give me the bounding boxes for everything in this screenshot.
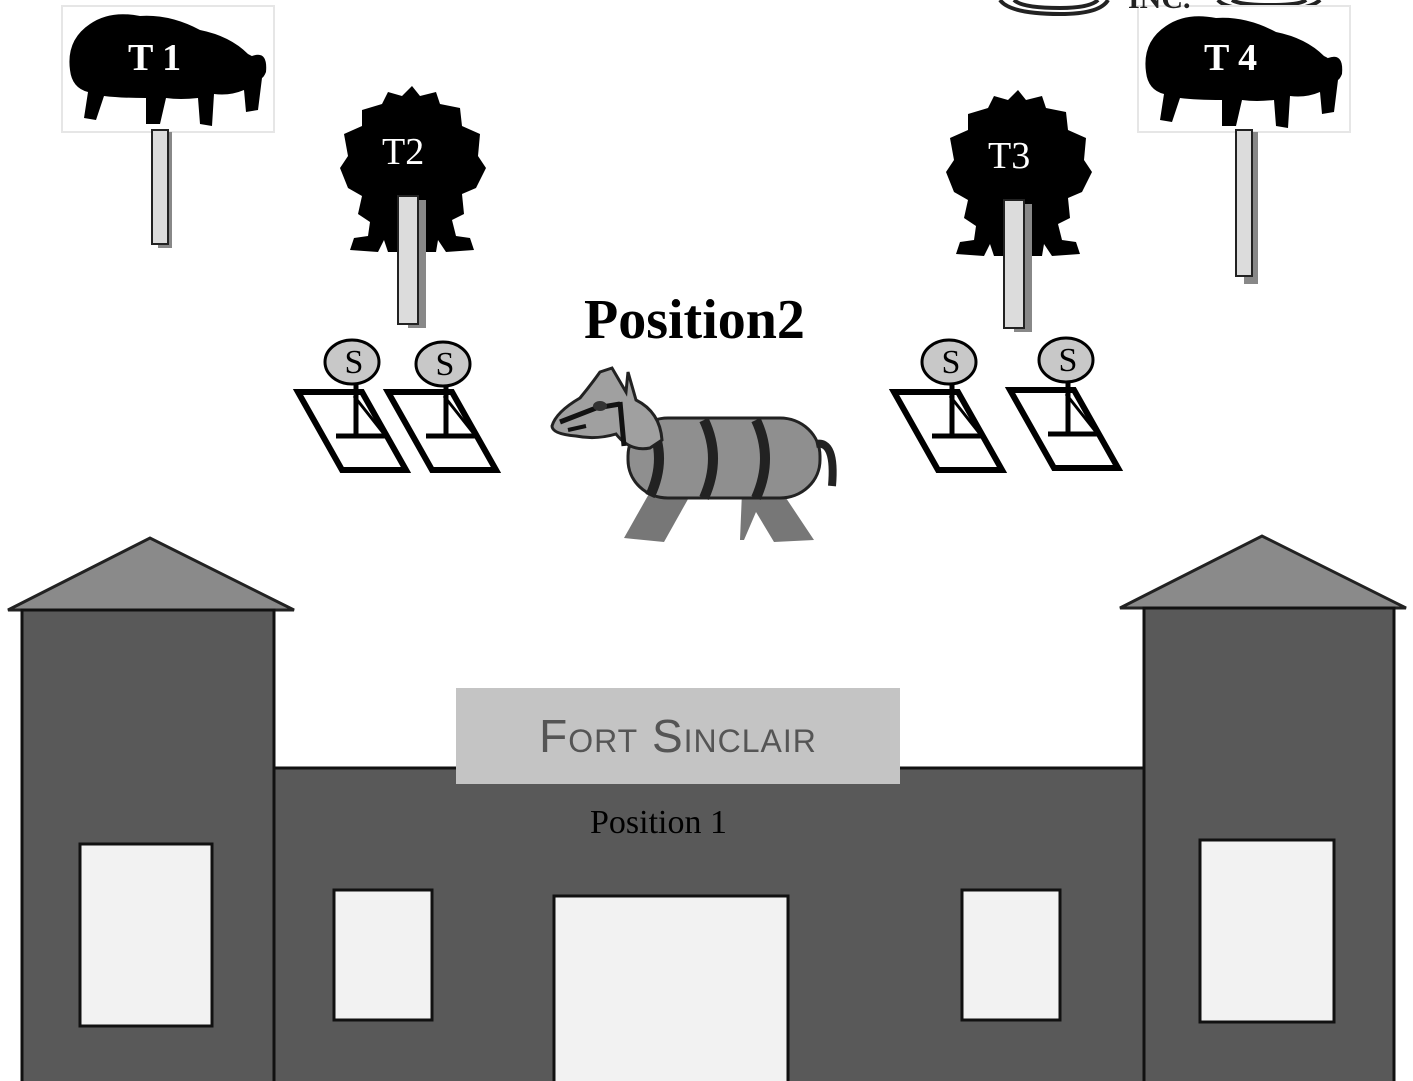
window-left-small	[332, 888, 434, 1022]
target-t2-label: T2	[382, 131, 425, 173]
steel-target-4-label: S	[1058, 342, 1078, 379]
target-t4-label: T 4	[1204, 37, 1258, 79]
target-t3-label: T3	[988, 135, 1031, 177]
window-right-small	[960, 888, 1062, 1022]
steel-target-3	[888, 338, 1008, 473]
window-right-tower	[1198, 838, 1336, 1024]
target-t4	[1137, 5, 1351, 284]
steel-target-1-label: S	[344, 344, 364, 381]
target-t3	[946, 90, 1092, 332]
popper-silhouette-icon	[946, 90, 1092, 256]
horse-prop-icon	[550, 366, 837, 542]
target-t1-label: T 1	[128, 37, 182, 79]
steel-target-3-label: S	[941, 344, 961, 381]
steel-target-4	[1004, 336, 1124, 471]
buffalo-silhouette-icon	[1145, 16, 1343, 129]
target-t1	[61, 5, 275, 248]
buffalo-silhouette-icon	[69, 14, 267, 127]
popper-silhouette-icon	[340, 86, 486, 252]
target-t2	[340, 86, 486, 328]
building-sign: Fort Sinclair	[539, 710, 817, 762]
window-left-tower	[78, 842, 214, 1028]
position1-label: Position 1	[590, 804, 727, 841]
steel-target-2	[382, 340, 502, 473]
logo-text: INC.	[1128, 0, 1191, 16]
position2-label: Position2	[584, 289, 805, 351]
door-center	[552, 894, 790, 1081]
steel-target-1	[292, 338, 412, 473]
steel-target-2-label: S	[435, 346, 455, 383]
fort-building	[7, 534, 1407, 1081]
